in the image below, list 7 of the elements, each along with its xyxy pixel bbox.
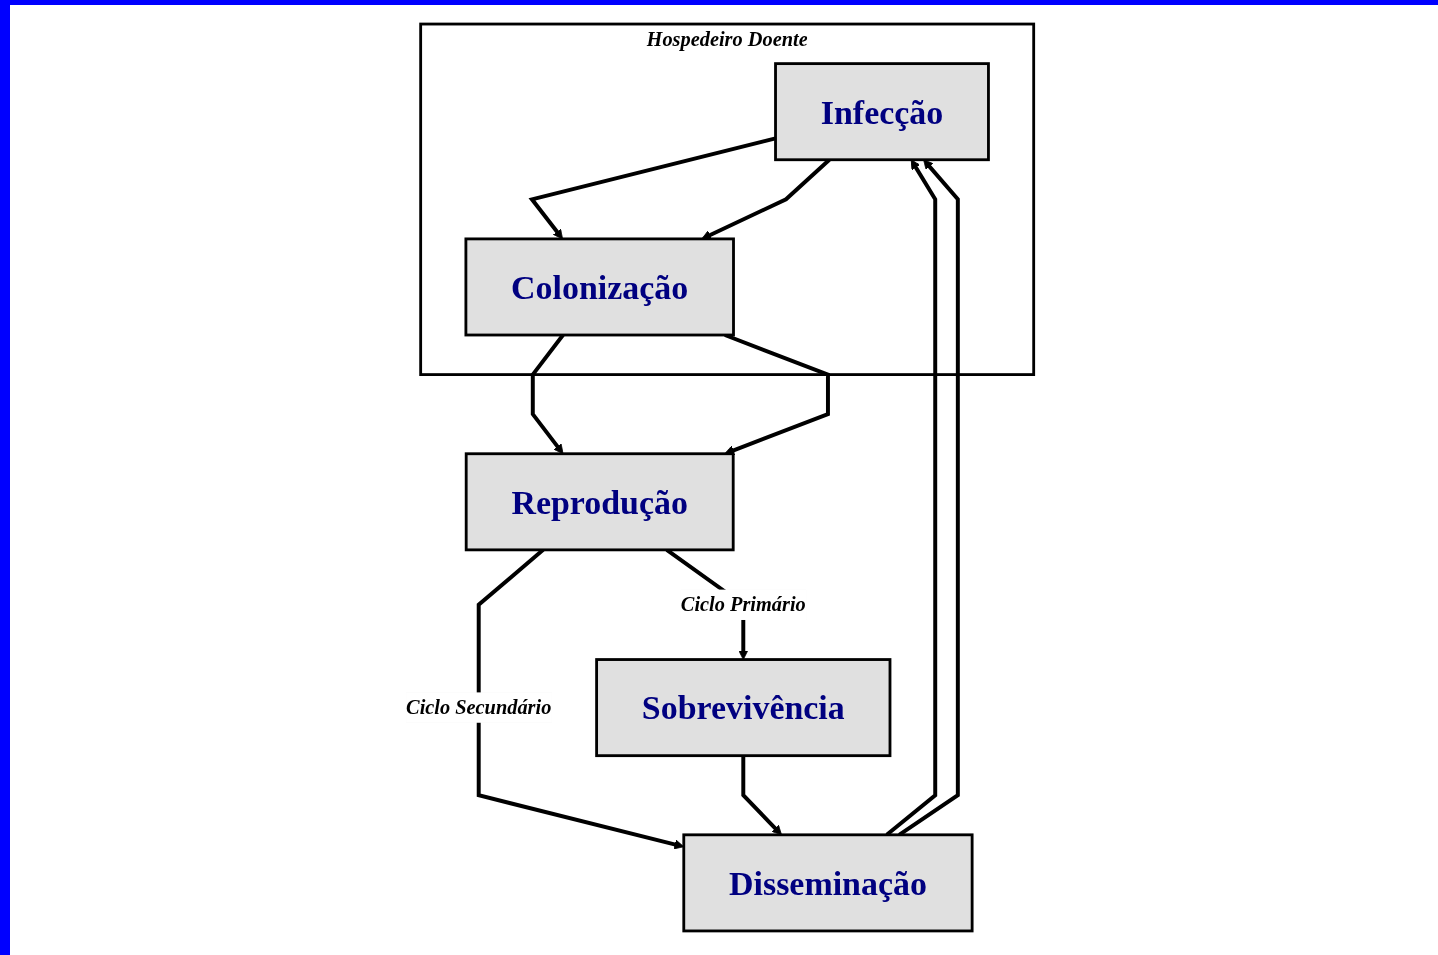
node-box: Sobrevivência xyxy=(595,658,892,758)
node-box: Disseminação xyxy=(682,833,974,933)
edge-label: Ciclo Primário xyxy=(680,592,806,616)
node-box: Colonização xyxy=(464,237,736,337)
edge-label: Ciclo Secundário xyxy=(406,695,552,719)
node-box: Reprodução xyxy=(464,452,735,552)
node-box: Infecção xyxy=(774,62,990,162)
